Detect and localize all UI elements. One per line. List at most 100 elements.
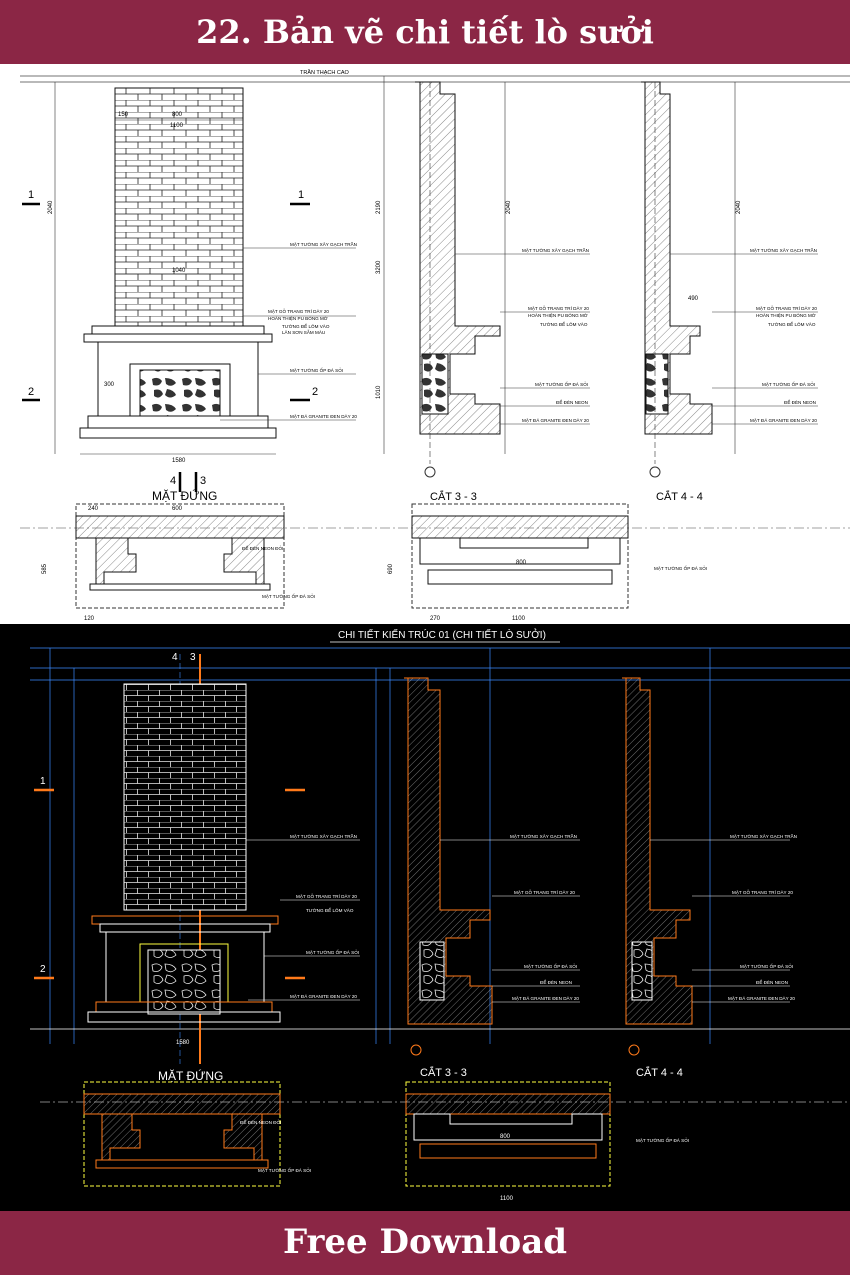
ceiling-label: TRẦN THẠCH CAO [300, 69, 350, 76]
s3-callout-granite: MẶT ĐÁ GRANITE ĐEN DÀY 20 [522, 417, 589, 423]
cad-drawing: CHI TIẾT KIẾN TRÚC 01 (CHI TIẾT LÒ SƯỞI)… [30, 628, 850, 1202]
dim-300: 300 [104, 382, 115, 388]
cad-s4-wood: MẶT GỖ TRANG TRÍ DÀY 20 [732, 889, 793, 895]
cad-s4-brick: MẶT TƯỜNG XÂY GẠCH TRẦN [730, 833, 797, 839]
plan-dim-240: 240 [88, 506, 99, 512]
dim-2190: 2190 [376, 200, 382, 214]
dim-1010: 1010 [376, 385, 382, 399]
cad-s3-wood: MẶT GỖ TRANG TRÍ DÀY 20 [514, 889, 575, 895]
cad-s4-granite: MẶT ĐÁ GRANITE ĐEN DÀY 20 [728, 995, 795, 1001]
section-4-4-view: 2040 490 MẶT TƯỜNG XÂY GẠCH TRẦN MẶT GỖ … [641, 81, 818, 503]
dim-1100: 1100 [170, 123, 184, 129]
elevation-title: MẶT ĐỨNG [152, 488, 217, 503]
s3-callout-pu: HOÀN THIỆN PU BÓNG MỜ [528, 311, 588, 318]
plan-dim-585: 585 [42, 563, 48, 574]
s3-callout-brick: MẶT TƯỜNG XÂY GẠCH TRẦN [522, 247, 589, 253]
plan-s3-callout-stone: MẶT TƯỜNG ỐP ĐÁ SỎI [654, 565, 707, 571]
plan-dim-800: 800 [516, 560, 527, 566]
printed-drawing: TRẦN THẠCH CAO 800 1100 1040 1580 150 30… [20, 69, 850, 622]
cad-s4-stone: MẶT TƯỜNG ỐP ĐÁ SỎI [740, 963, 793, 969]
section-mark-2: 2 [28, 386, 34, 398]
cad-s3-brick: MẶT TƯỜNG XÂY GẠCH TRẦN [510, 833, 577, 839]
section-4-4-title: CẮT 4 - 4 [656, 490, 703, 503]
cad-plan-neon: ĐỂ ĐÈN NEON ĐỎI [240, 1119, 281, 1125]
cad-callout-brick: MẶT TƯỜNG XÂY GẠCH TRẦN [290, 833, 357, 839]
plan-dim-690: 690 [388, 563, 394, 574]
cad-title: CHI TIẾT KIẾN TRÚC 01 (CHI TIẾT LÒ SƯỞI) [338, 628, 546, 641]
section-mark-1: 1 [28, 189, 34, 201]
elevation-view: 800 1100 1040 1580 150 300 2040 1 1 2 2 … [22, 82, 357, 503]
s4-callout-wood: MẶT GỖ TRANG TRÍ DÀY 20 [756, 305, 817, 311]
s3-callout-wood: MẶT GỖ TRANG TRÍ DÀY 20 [528, 305, 589, 311]
s4-callout-recess: TƯỜNG ĐỂ LÕM VÀO [768, 321, 816, 327]
section-mark-4: 4 [170, 475, 176, 487]
cad-section-4-4-title: CẮT 4 - 4 [636, 1066, 683, 1079]
cad-plan-800: 800 [500, 1134, 511, 1140]
cad-plan-1100: 1100 [500, 1196, 514, 1202]
cad-section-3-3: MẶT TƯỜNG XÂY GẠCH TRẦN MẶT GỖ TRANG TRÍ… [404, 677, 580, 1079]
cad-plans: ĐỂ ĐÈN NEON ĐỎI MẶT TƯỜNG ỐP ĐÁ SỎI 800 … [40, 1081, 850, 1202]
cad-s4-neon: ĐỂ ĐÈN NEON [756, 979, 788, 985]
callout-brick: MẶT TƯỜNG XÂY GẠCH TRẦN [290, 241, 357, 247]
plan-dim-600: 600 [172, 506, 183, 512]
s4-callout-neon: ĐỂ ĐÈN NEON [784, 399, 816, 405]
s4-callout-stone: MẶT TƯỜNG ỐP ĐÁ SỎI [762, 381, 815, 387]
cad-callout-wood: MẶT GỖ TRANG TRÍ DÀY 20 [296, 893, 357, 899]
dim-2040: 2040 [48, 200, 54, 214]
cad-plan-s3-stone: MẶT TƯỜNG ỐP ĐÁ SỎI [636, 1137, 689, 1143]
cad-callout-recess: TƯỜNG ĐỂ LÕM VÀO [306, 907, 354, 913]
s3-callout-recess: TƯỜNG ĐỂ LÕM VÀO [540, 321, 588, 327]
dim-150: 150 [118, 112, 129, 118]
dim-2040-s3: 2040 [506, 200, 512, 214]
cad-elevation: 1 2 4 3 MẶT ĐỨNG MẶT TƯỜNG XÂY GẠCH TRẦN… [34, 652, 360, 1083]
plan-callout-neon: ĐỂ ĐÈN NEON ĐỎI [242, 545, 283, 551]
cad-s3-neon: ĐỂ ĐÈN NEON [540, 979, 572, 985]
cad-s3-stone: MẶT TƯỜNG ỐP ĐÁ SỎI [524, 963, 577, 969]
s3-callout-neon: ĐỂ ĐÈN NEON [556, 399, 588, 405]
cad-section-4-4: MẶT TƯỜNG XÂY GẠCH TRẦN MẶT GỖ TRANG TRÍ… [622, 677, 797, 1079]
cad-mark-2: 2 [40, 964, 46, 975]
cad-mark-1: 1 [40, 776, 46, 787]
dim-1580: 1580 [172, 458, 186, 464]
dim-3200: 3200 [376, 260, 382, 274]
page-title: 22. Bản vẽ chi tiết lò sưởi [196, 13, 654, 51]
page-title-banner: 22. Bản vẽ chi tiết lò sưởi [0, 0, 850, 64]
cad-s3-granite: MẶT ĐÁ GRANITE ĐEN DÀY 20 [512, 995, 579, 1001]
cad-plan-stone: MẶT TƯỜNG ỐP ĐÁ SỎI [258, 1167, 311, 1173]
dim-490: 490 [688, 296, 699, 302]
section-3-3-title: CẮT 3 - 3 [430, 490, 477, 503]
dim-1040: 1040 [172, 268, 186, 274]
plan-callout-stone: MẶT TƯỜNG ỐP ĐÁ SỎI [262, 593, 315, 599]
callout-stone: MẶT TƯỜNG ỐP ĐÁ SỎI [290, 367, 343, 373]
cad-elevation-title: MẶT ĐỨNG [158, 1068, 223, 1083]
section-mark-2b: 2 [312, 386, 318, 398]
plan-dim-120: 120 [84, 616, 95, 622]
cad-dim-1580: 1580 [176, 1040, 190, 1046]
callout-dark-paint: LĂN SƠN SẪM MÀU [282, 329, 325, 335]
section-mark-3: 3 [200, 475, 206, 487]
callout-wood: MẶT GỖ TRANG TRÍ DÀY 20 [268, 308, 329, 314]
download-banner[interactable]: Free Download [0, 1211, 850, 1275]
s4-callout-brick: MẶT TƯỜNG XÂY GẠCH TRẦN [750, 247, 817, 253]
s3-callout-stone: MẶT TƯỜNG ỐP ĐÁ SỎI [535, 381, 588, 387]
s4-callout-pu: HOÀN THIỆN PU BÓNG MỜ [756, 311, 816, 318]
cad-drawing-panel: CHI TIẾT KIẾN TRÚC 01 (CHI TIẾT LÒ SƯỞI)… [0, 624, 850, 1211]
callout-recess: TƯỜNG ĐỂ LÕM VÀO [282, 323, 330, 329]
s4-callout-granite: MẶT ĐÁ GRANITE ĐEN DÀY 20 [750, 417, 817, 423]
callout-granite: MẶT ĐÁ GRANITE ĐEN DÀY 20 [290, 413, 357, 419]
cad-mark-4: 4 [172, 652, 178, 663]
callout-pu: HOÀN THIỆN PU BÓNG MỜ [268, 314, 328, 321]
cad-section-3-3-title: CẮT 3 - 3 [420, 1066, 467, 1079]
download-label[interactable]: Free Download [282, 1222, 568, 1262]
section-mark-1b: 1 [298, 189, 304, 201]
plan-dim-270: 270 [430, 616, 441, 622]
section-3-3-view: 2190 3200 1010 2040 MẶT TƯỜNG XÂY GẠCH T… [376, 76, 590, 503]
cad-mark-3: 3 [190, 652, 196, 663]
printed-drawing-panel: TRẦN THẠCH CAO 800 1100 1040 1580 150 30… [0, 64, 850, 624]
plan-dim-1100: 1100 [512, 616, 526, 622]
plan-views: ĐỂ ĐÈN NEON ĐỎI MẶT TƯỜNG ỐP ĐÁ SỎI 600 … [20, 503, 850, 622]
dim-800: 800 [172, 112, 183, 118]
cad-callout-granite: MẶT ĐÁ GRANITE ĐEN DÀY 20 [290, 993, 357, 999]
dim-2040-s4: 2040 [736, 200, 742, 214]
cad-callout-stone: MẶT TƯỜNG ỐP ĐÁ SỎI [306, 949, 359, 955]
